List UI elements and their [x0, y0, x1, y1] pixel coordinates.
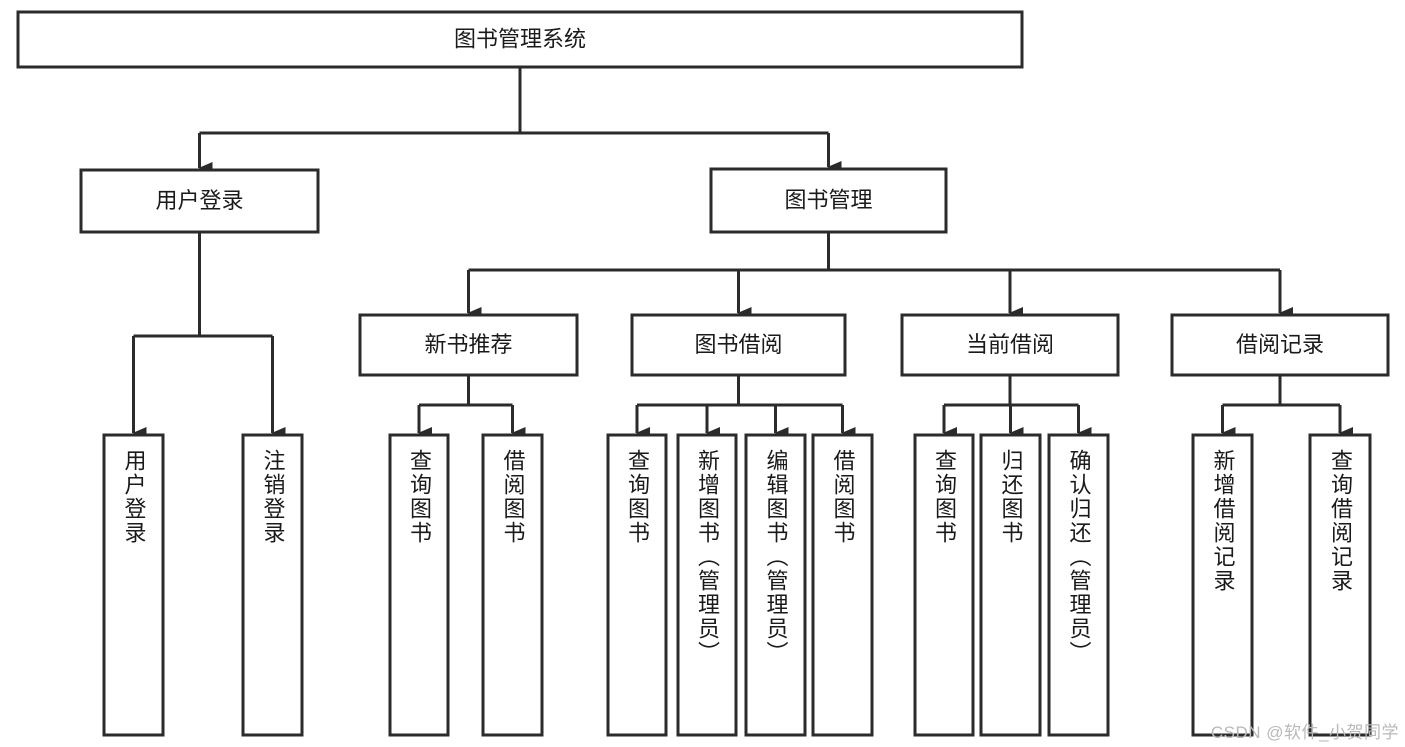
leaf-node-编辑图书管理员-6[interactable]: [744, 433, 807, 737]
node-root[interactable]: 图书管理系统: [16, 10, 1024, 69]
leaf-node-借阅图书-3-rect[interactable]: [481, 433, 544, 737]
leaf-node-确认归还管理员-10[interactable]: [1047, 433, 1110, 737]
leaf-node-编辑图书管理员-6-rect[interactable]: [744, 433, 807, 737]
leaf-node-新增借阅记录-11[interactable]: [1191, 433, 1254, 737]
leaf-node-注销登录-1[interactable]: [241, 433, 304, 737]
leaf-node-借阅图书-7[interactable]: [811, 433, 874, 737]
leaf-node-查询图书-8-rect[interactable]: [913, 433, 975, 737]
leaf-node-注销登录-1-rect[interactable]: [241, 433, 304, 737]
node-图书借阅-rect[interactable]: [630, 313, 847, 377]
leaf-node-归还图书-9-rect[interactable]: [979, 433, 1042, 737]
connector-lines: [132, 67, 1353, 439]
leaf-node-归还图书-9[interactable]: [979, 433, 1042, 737]
node-新书推荐-label: 新书推荐: [424, 332, 512, 357]
watermark-text: CSDN @软件_小贺同学: [1210, 723, 1399, 742]
node-root-rect[interactable]: [16, 10, 1024, 69]
node-图书借阅[interactable]: 图书借阅: [630, 313, 847, 377]
node-图书管理-rect[interactable]: [709, 167, 948, 234]
node-当前借阅-rect[interactable]: [900, 313, 1120, 377]
leaf-node-查询借阅记录-12-rect[interactable]: [1308, 433, 1372, 737]
node-图书管理-label: 图书管理: [784, 187, 872, 212]
node-用户登录-rect[interactable]: [79, 168, 320, 234]
node-当前借阅[interactable]: 当前借阅: [900, 313, 1120, 377]
node-新书推荐[interactable]: 新书推荐: [358, 313, 579, 377]
node-新书推荐-rect[interactable]: [358, 313, 579, 377]
node-用户登录-label: 用户登录: [155, 188, 243, 213]
leaf-node-借阅图书-3[interactable]: [481, 433, 544, 737]
leaf-node-用户登录-0[interactable]: [102, 433, 165, 737]
leaf-node-确认归还管理员-10-rect[interactable]: [1047, 433, 1110, 737]
leaf-node-新增图书管理员-5-rect[interactable]: [676, 433, 738, 737]
node-借阅记录-label: 借阅记录: [1236, 332, 1324, 357]
leaf-node-查询图书-4-rect[interactable]: [606, 433, 668, 737]
leaf-node-新增图书管理员-5[interactable]: [676, 433, 738, 737]
leaf-node-查询图书-2[interactable]: [388, 433, 450, 737]
node-当前借阅-label: 当前借阅: [966, 332, 1054, 357]
leaf-node-借阅图书-7-rect[interactable]: [811, 433, 874, 737]
node-借阅记录[interactable]: 借阅记录: [1170, 313, 1390, 377]
leaf-node-查询借阅记录-12[interactable]: [1308, 433, 1372, 737]
node-借阅记录-rect[interactable]: [1170, 313, 1390, 377]
leaf-node-查询图书-4[interactable]: [606, 433, 668, 737]
leaf-node-用户登录-0-rect[interactable]: [102, 433, 165, 737]
node-root-label: 图书管理系统: [454, 26, 586, 51]
node-图书借阅-label: 图书借阅: [694, 332, 782, 357]
leaf-node-查询图书-8[interactable]: [913, 433, 975, 737]
leaf-node-查询图书-2-rect[interactable]: [388, 433, 450, 737]
leaf-node-新增借阅记录-11-rect[interactable]: [1191, 433, 1254, 737]
node-用户登录[interactable]: 用户登录: [79, 168, 320, 234]
node-图书管理[interactable]: 图书管理: [709, 167, 948, 234]
